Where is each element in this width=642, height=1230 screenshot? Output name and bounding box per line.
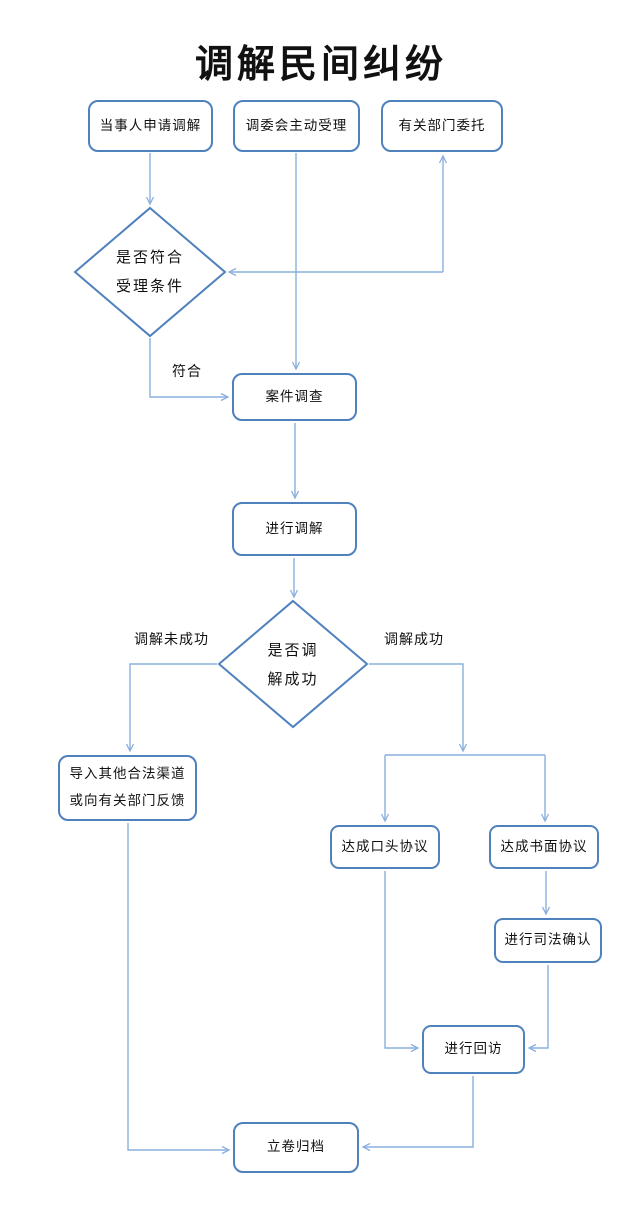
node-oral-agreement-label: 达成口头协议 <box>341 838 429 855</box>
node-department-entrust-label: 有关部门委托 <box>398 117 486 134</box>
decision-success-line2: 解成功 <box>267 670 319 688</box>
decision-accept-condition-label: 是否符合 受理条件 <box>100 243 200 301</box>
edge-label-mediation-success: 调解成功 <box>384 632 444 648</box>
decision-accept-line1: 是否符合 <box>115 248 184 266</box>
page-title: 调解民间纠纷 <box>194 41 447 86</box>
node-apply-mediation-label: 当事人申请调解 <box>99 117 202 134</box>
node-other-legal-channel-line1: 导入其他合法渠道 <box>69 766 186 782</box>
node-follow-up-visit: 进行回访 <box>422 1025 525 1074</box>
node-oral-agreement: 达成口头协议 <box>330 825 440 869</box>
edge-fail-to-other-channel <box>125 663 217 753</box>
decision-success-line1: 是否调 <box>267 641 319 659</box>
node-judicial-confirmation-label: 进行司法确认 <box>504 932 592 948</box>
node-conduct-mediation: 进行调解 <box>232 502 357 556</box>
edge-label-qualified: 符合 <box>172 364 202 380</box>
edge-label-mediation-failed: 调解未成功 <box>134 632 209 648</box>
edge-success-to-split <box>369 663 468 753</box>
node-judicial-confirmation: 进行司法确认 <box>494 918 602 963</box>
node-other-legal-channel: 导入其他合法渠道 或向有关部门反馈 <box>58 755 197 821</box>
decision-accept-line2: 受理条件 <box>115 277 184 295</box>
node-file-archive: 立卷归档 <box>233 1122 359 1173</box>
node-written-agreement: 达成书面协议 <box>489 825 599 869</box>
edge-oral-to-visit <box>384 871 420 1053</box>
node-file-archive-label: 立卷归档 <box>267 1139 325 1155</box>
edge-judicial-to-visit <box>527 965 549 1053</box>
node-apply-mediation: 当事人申请调解 <box>88 100 213 152</box>
node-written-agreement-label: 达成书面协议 <box>500 838 588 855</box>
node-department-entrust: 有关部门委托 <box>381 100 503 152</box>
edge-visit-to-archive <box>361 1076 474 1152</box>
node-case-investigation: 案件调查 <box>232 373 357 421</box>
edge-other-to-archive <box>127 823 231 1155</box>
decision-mediation-success-label: 是否调 解成功 <box>243 636 343 694</box>
edge-qualified-to-investigate <box>149 338 230 402</box>
decision-accept-condition-shape <box>73 206 227 338</box>
node-committee-accept: 调委会主动受理 <box>233 100 360 152</box>
node-other-legal-channel-line2: 或向有关部门反馈 <box>69 793 186 809</box>
node-committee-accept-label: 调委会主动受理 <box>245 117 348 134</box>
node-case-investigation-label: 案件调查 <box>265 388 324 405</box>
node-conduct-mediation-label: 进行调解 <box>265 520 324 537</box>
decision-mediation-success-shape <box>217 599 369 729</box>
node-follow-up-visit-label: 进行回访 <box>444 1041 503 1057</box>
